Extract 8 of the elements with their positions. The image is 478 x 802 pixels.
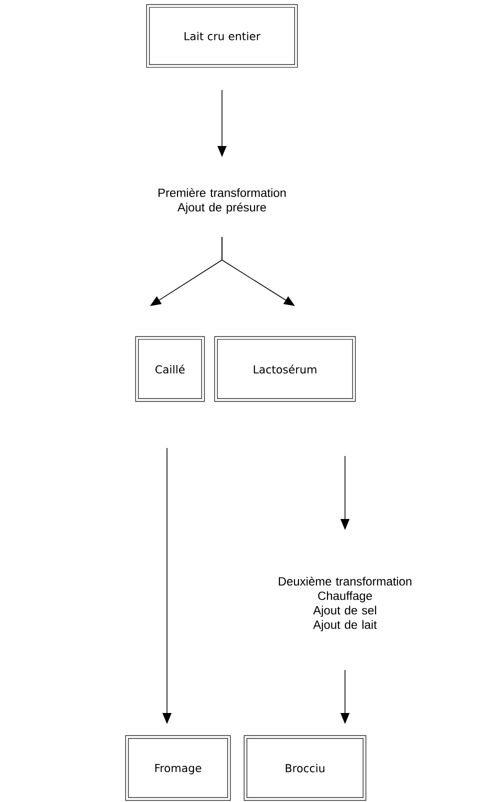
step-text: Deuxième transformation Chauffage Ajout de sel Ajout de lait xyxy=(278,576,412,632)
process-box: Lactosérum xyxy=(214,336,356,402)
process-box: Brocciu xyxy=(244,735,366,801)
process-box: Fromage xyxy=(125,735,231,801)
arrow xyxy=(222,236,295,306)
process-box: Caillé xyxy=(135,336,205,402)
step-text: Première transformation Ajout de présure xyxy=(158,188,286,214)
process-box: Lait cru entier xyxy=(146,4,298,68)
